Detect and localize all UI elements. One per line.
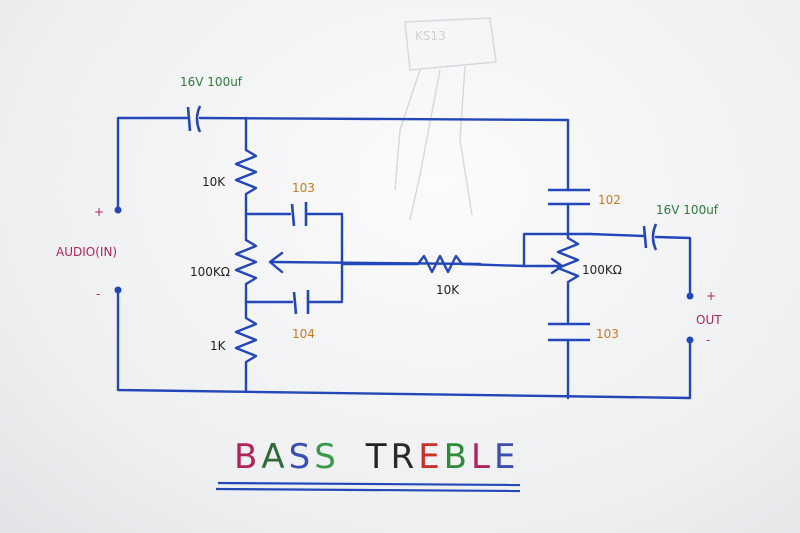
label-cap-103-top: 103 bbox=[292, 181, 315, 195]
title-letter: E bbox=[418, 437, 443, 477]
label-out-minus: - bbox=[706, 333, 710, 347]
cap-104-left-plate bbox=[292, 291, 298, 315]
label-pot-left: 100KΩ bbox=[190, 265, 230, 279]
label-out: OUT bbox=[696, 313, 722, 327]
label-in-minus: - bbox=[96, 287, 100, 301]
wire-top-rail-right bbox=[198, 116, 570, 192]
wire-out-plus bbox=[654, 235, 692, 294]
title-letter: S bbox=[289, 437, 315, 477]
label-res-mid: 10K bbox=[436, 283, 460, 297]
resistor-10k-mid bbox=[340, 254, 526, 274]
ghost-transistor-label: KS13 bbox=[415, 29, 446, 43]
wire-to-out-cap bbox=[588, 232, 646, 238]
pot-right-arrowhead bbox=[550, 257, 564, 275]
pot-left-arrow bbox=[268, 251, 284, 274]
label-cap-out: 16V 100uf bbox=[656, 203, 719, 217]
resistor-10k-top bbox=[234, 148, 258, 216]
resistor-1k bbox=[234, 300, 258, 394]
wire-top-rail bbox=[116, 116, 190, 210]
label-cap-102: 102 bbox=[598, 193, 621, 207]
label-out-plus: + bbox=[706, 289, 716, 303]
output-minus-terminal bbox=[686, 336, 694, 344]
ghost-transistor-sketch: KS13 bbox=[394, 17, 497, 221]
title-letter: E bbox=[494, 437, 519, 477]
label-res-top: 10K bbox=[202, 175, 226, 189]
input-plus-terminal bbox=[114, 206, 122, 214]
label-in-plus: + bbox=[94, 205, 104, 219]
output-plus-terminal bbox=[686, 292, 694, 300]
title-letter: A bbox=[261, 437, 288, 477]
title-letter: L bbox=[471, 437, 494, 477]
capacitor-input bbox=[186, 105, 202, 133]
title-letter: B bbox=[444, 437, 471, 477]
label-audio-in: AUDIO(IN) bbox=[56, 245, 117, 259]
label-cap-104: 104 bbox=[292, 327, 315, 341]
capacitor-output bbox=[642, 223, 658, 251]
label-cap-in: 16V 100uf bbox=[180, 75, 243, 89]
title-letter: T bbox=[365, 437, 391, 477]
title-underline-2 bbox=[215, 487, 521, 493]
wire-cap103-to-right bbox=[304, 212, 344, 302]
input-minus-terminal bbox=[114, 286, 122, 294]
title-letter: S bbox=[314, 437, 340, 477]
title-letter: B bbox=[234, 437, 261, 477]
wire-input-ground bbox=[116, 290, 692, 400]
label-pot-right: 100KΩ bbox=[582, 263, 622, 277]
label-cap-103-bottom: 103 bbox=[596, 327, 619, 341]
label-res-bottom: 1K bbox=[210, 339, 227, 353]
title-underline-1 bbox=[217, 481, 521, 487]
pot-right-zigzag bbox=[556, 220, 580, 324]
title-letter: R bbox=[391, 437, 419, 477]
cap-103-top-left-plate bbox=[290, 203, 296, 227]
pot-left-zigzag bbox=[234, 238, 258, 304]
